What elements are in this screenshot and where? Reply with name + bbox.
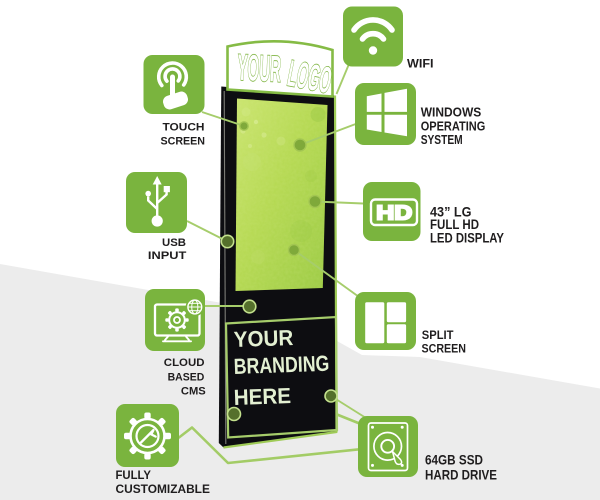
svg-text:FULL HD: FULL HD <box>430 216 479 232</box>
svg-text:HD: HD <box>376 203 412 225</box>
svg-text:CUSTOMIZABLE: CUSTOMIZABLE <box>116 482 210 496</box>
svg-text:LED DISPLAY: LED DISPLAY <box>430 229 505 245</box>
svg-text:FULLY: FULLY <box>116 468 152 482</box>
svg-text:TOUCH: TOUCH <box>163 122 205 134</box>
svg-text:INPUT: INPUT <box>148 250 187 262</box>
svg-text:43” LG: 43” LG <box>430 204 472 220</box>
svg-text:BRANDING: BRANDING <box>233 351 329 379</box>
svg-text:WIFI: WIFI <box>407 57 434 71</box>
svg-text:WINDOWS: WINDOWS <box>421 105 482 120</box>
svg-text:LOGO: LOGO <box>284 53 335 102</box>
svg-text:HARD DRIVE: HARD DRIVE <box>425 466 497 482</box>
svg-text:SCREEN: SCREEN <box>161 136 206 148</box>
svg-text:USB: USB <box>162 237 186 249</box>
svg-text:HERE: HERE <box>233 383 291 410</box>
svg-text:YOUR: YOUR <box>237 47 282 90</box>
svg-text:YOUR: YOUR <box>233 325 293 352</box>
svg-text:BASED: BASED <box>168 371 205 383</box>
svg-text:OPERATING: OPERATING <box>421 118 486 133</box>
svg-text:CLOUD: CLOUD <box>164 357 205 369</box>
svg-text:SCREEN: SCREEN <box>422 342 467 356</box>
svg-text:SYSTEM: SYSTEM <box>421 132 463 147</box>
svg-text:SPLIT: SPLIT <box>422 328 454 342</box>
svg-text:CMS: CMS <box>181 386 206 398</box>
svg-text:64GB SSD: 64GB SSD <box>425 451 483 467</box>
